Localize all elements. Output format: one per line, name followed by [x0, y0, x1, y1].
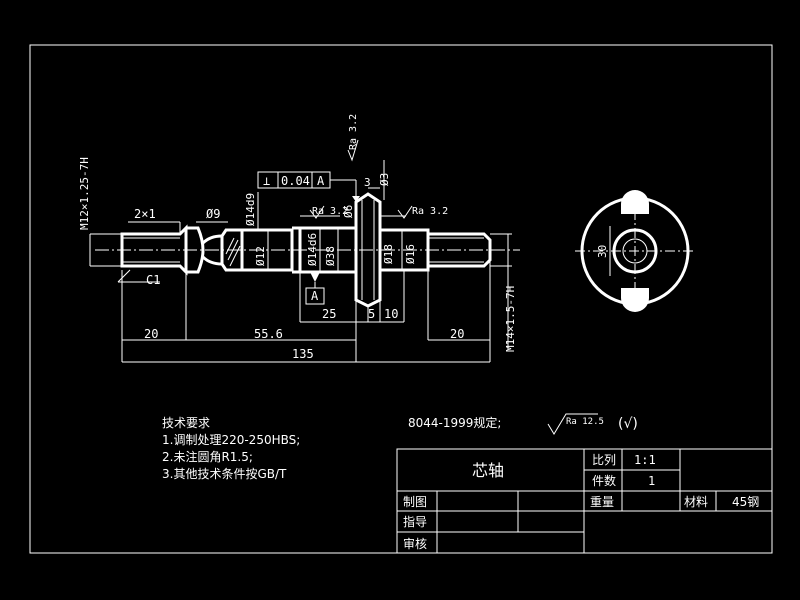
dim-end-view-30: 30 [596, 245, 609, 258]
end-view: 30 [575, 190, 695, 312]
notes-heading: 技术要求 [162, 416, 210, 430]
tolerance-datum: A [317, 174, 325, 188]
dim-ra-right: Ra 3.2 [412, 206, 448, 217]
scale-value: 1:1 [634, 453, 656, 467]
technical-notes: 技术要求 1.调制处理220-250HBS; 2.未注圆角R1.5; 3.其他技… [162, 413, 638, 481]
surface-symbol-text: Ra 12.5 [566, 417, 604, 427]
dim-ra-left: Ra 3.2 [312, 206, 348, 217]
dim-d16: Ø16 [404, 244, 417, 264]
dim-d38: Ø38 [324, 246, 337, 266]
qty-value: 1 [648, 474, 655, 488]
dim-len-20-right: 20 [450, 327, 464, 341]
dim-len-55-6: 55.6 [254, 327, 283, 341]
scale-label: 比列 [592, 453, 616, 467]
part-name: 芯轴 [472, 461, 504, 480]
notes-line3: 3.其他技术条件按GB/T [162, 467, 287, 481]
dim-c1: C1 [146, 273, 160, 287]
dim-2x1: 2×1 [134, 207, 156, 221]
dim-len-10: 10 [384, 307, 398, 321]
dimension-texts: M12×1.25-7H 2×1 Ø9 Ø14d9 Ø12 Ø14d6 Ø38 Ø… [78, 114, 517, 361]
dim-ra-top: Ra 3.2 [348, 114, 359, 150]
dim-thread-right: M14×1.5-7H [504, 286, 517, 352]
weight-label: 重量 [590, 495, 614, 509]
notes-line2: 2.未注圆角R1.5; [162, 449, 253, 464]
dim-len-25: 25 [322, 307, 336, 321]
notes-standard: 8044-1999规定; [408, 415, 501, 430]
tolerance-value: 0.04 [281, 174, 310, 188]
dimension-lines [89, 139, 512, 363]
dim-len-20-left: 20 [144, 327, 158, 341]
dim-d14d6: Ø14d6 [306, 233, 319, 266]
dim-len-5: 5 [368, 307, 375, 321]
dim-thread-left: M12×1.25-7H [78, 157, 91, 230]
guide-label: 指导 [403, 514, 427, 529]
dim-len-135: 135 [292, 347, 314, 361]
surface-check: (√) [618, 416, 638, 432]
dim-d3: Ø3 [378, 173, 391, 186]
dim-d12: Ø12 [254, 246, 267, 266]
review-label: 审核 [403, 536, 427, 551]
material-label: 材料 [684, 495, 708, 509]
title-block: 芯轴 比列 1:1 件数 1 制图 重量 材料 45钢 指导 审核 [396, 448, 773, 554]
dim-d6: Ø6 [342, 205, 355, 218]
dim-len-3: 3 [364, 176, 371, 189]
dim-d9: Ø9 [206, 207, 220, 221]
dim-d14d9: Ø14d9 [244, 193, 257, 226]
drawn-label: 制图 [403, 495, 427, 509]
surface-finish-icon [547, 413, 598, 435]
datum-label: A [311, 289, 319, 303]
notes-line1: 1.调制处理220-250HBS; [162, 433, 300, 447]
dim-d18: Ø18 [382, 244, 395, 264]
qty-label: 件数 [592, 473, 616, 488]
material-value: 45钢 [732, 495, 759, 509]
tolerance-symbol: ⊥ [263, 174, 270, 188]
